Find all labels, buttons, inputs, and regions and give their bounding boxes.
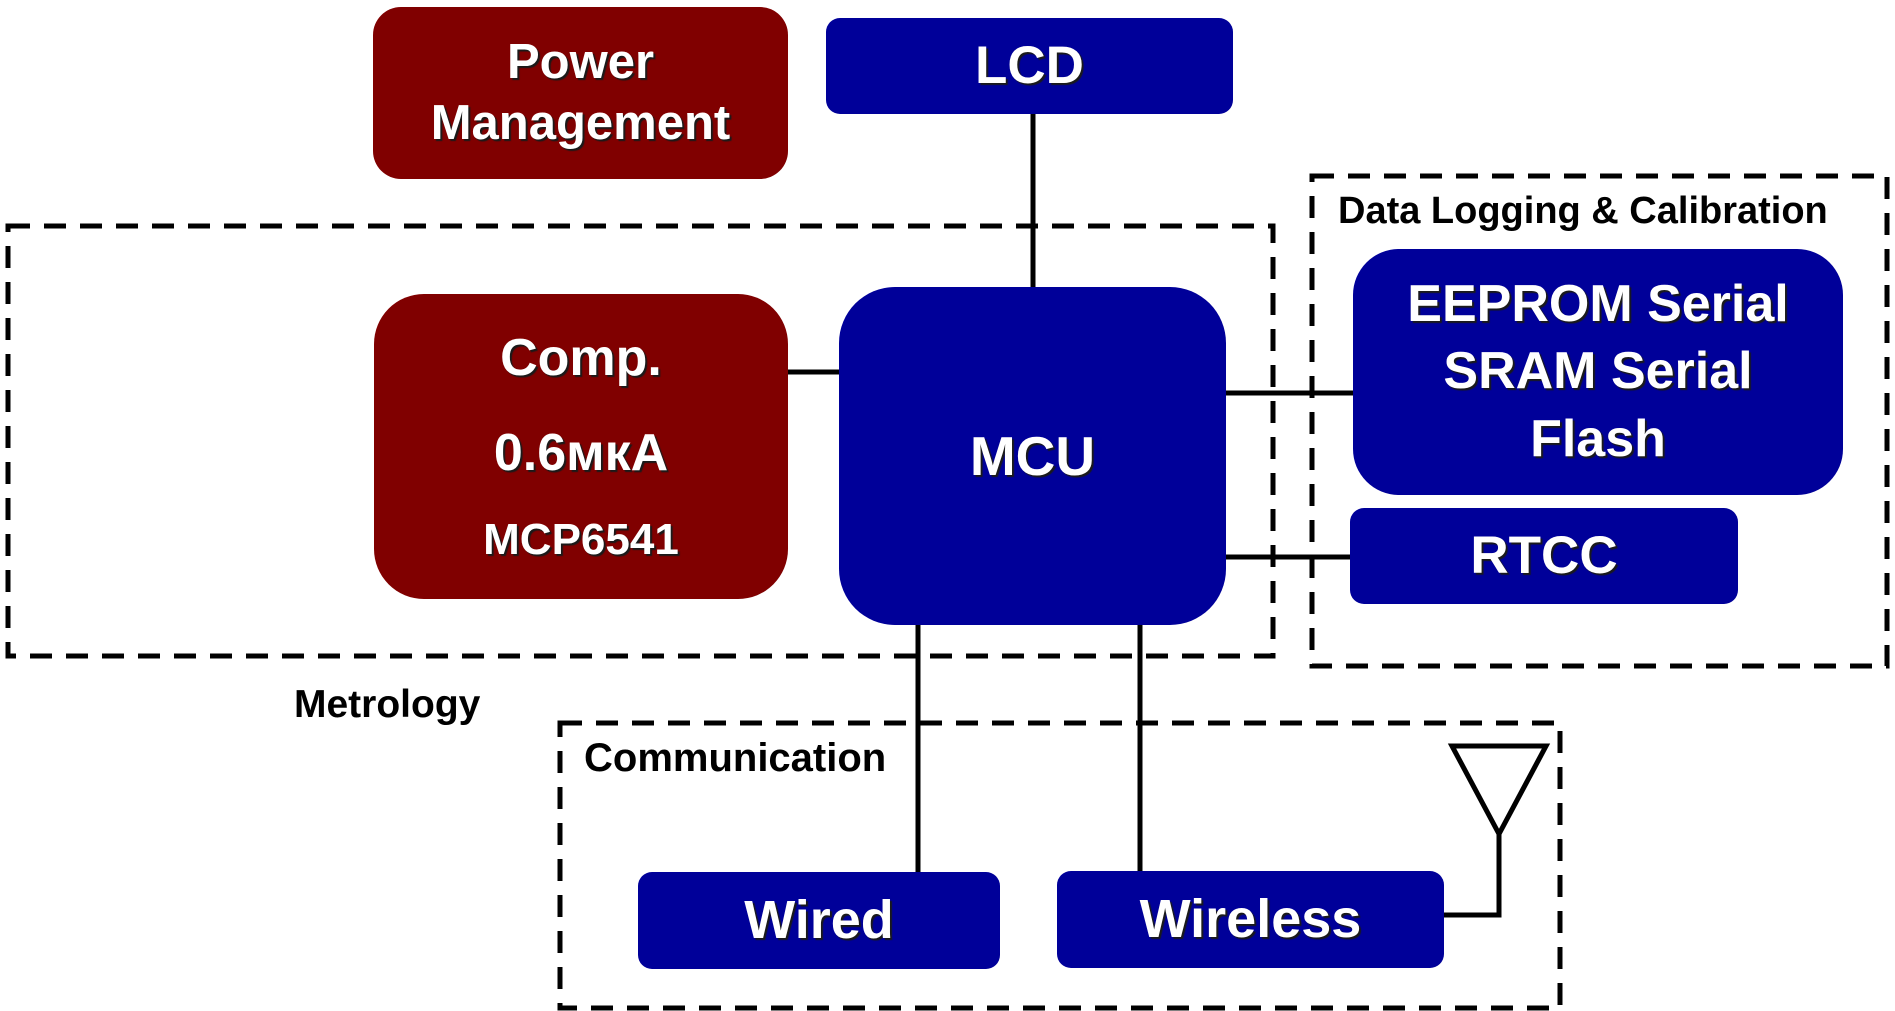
memory-line2: SRAM Serial xyxy=(1443,342,1753,401)
wireless-antenna-wire xyxy=(1441,834,1502,918)
mcu-block: MCU xyxy=(839,287,1226,625)
power-management-block: Power Management xyxy=(373,7,788,179)
antenna-icon xyxy=(1447,743,1551,840)
power-management-line1: Power xyxy=(506,34,655,89)
memory-line1: EEPROM Serial xyxy=(1407,274,1789,333)
metrology-region xyxy=(5,223,1276,659)
memory-line3: Flash xyxy=(1530,409,1666,468)
wired-label: Wired xyxy=(744,889,894,950)
memory-block: EEPROM Serial SRAM Serial Flash xyxy=(1353,249,1843,495)
lcd-block: LCD xyxy=(826,18,1233,114)
mcu-label: MCU xyxy=(969,424,1096,487)
communication-label: Communication xyxy=(584,736,887,780)
comp-block: Comp. 0.6мкА MCP6541 xyxy=(374,294,788,599)
rtcc-label: RTCC xyxy=(1470,525,1618,585)
metrology-label: Metrology xyxy=(294,683,481,726)
lcd-label: LCD xyxy=(975,35,1084,95)
rtcc-block: RTCC xyxy=(1350,508,1738,604)
communication-region xyxy=(557,720,1563,1011)
comp-line1: Comp. xyxy=(500,329,662,387)
wireless-label: Wireless xyxy=(1139,888,1362,949)
data-logging-region xyxy=(1309,173,1890,669)
comp-line2: 0.6мкА xyxy=(493,424,669,482)
data-logging-label: Data Logging & Calibration xyxy=(1338,190,1828,232)
wired-block: Wired xyxy=(638,872,1000,969)
comp-line3: MCP6541 xyxy=(483,515,679,564)
wireless-block: Wireless xyxy=(1057,871,1444,968)
power-management-line2: Management xyxy=(430,96,731,150)
